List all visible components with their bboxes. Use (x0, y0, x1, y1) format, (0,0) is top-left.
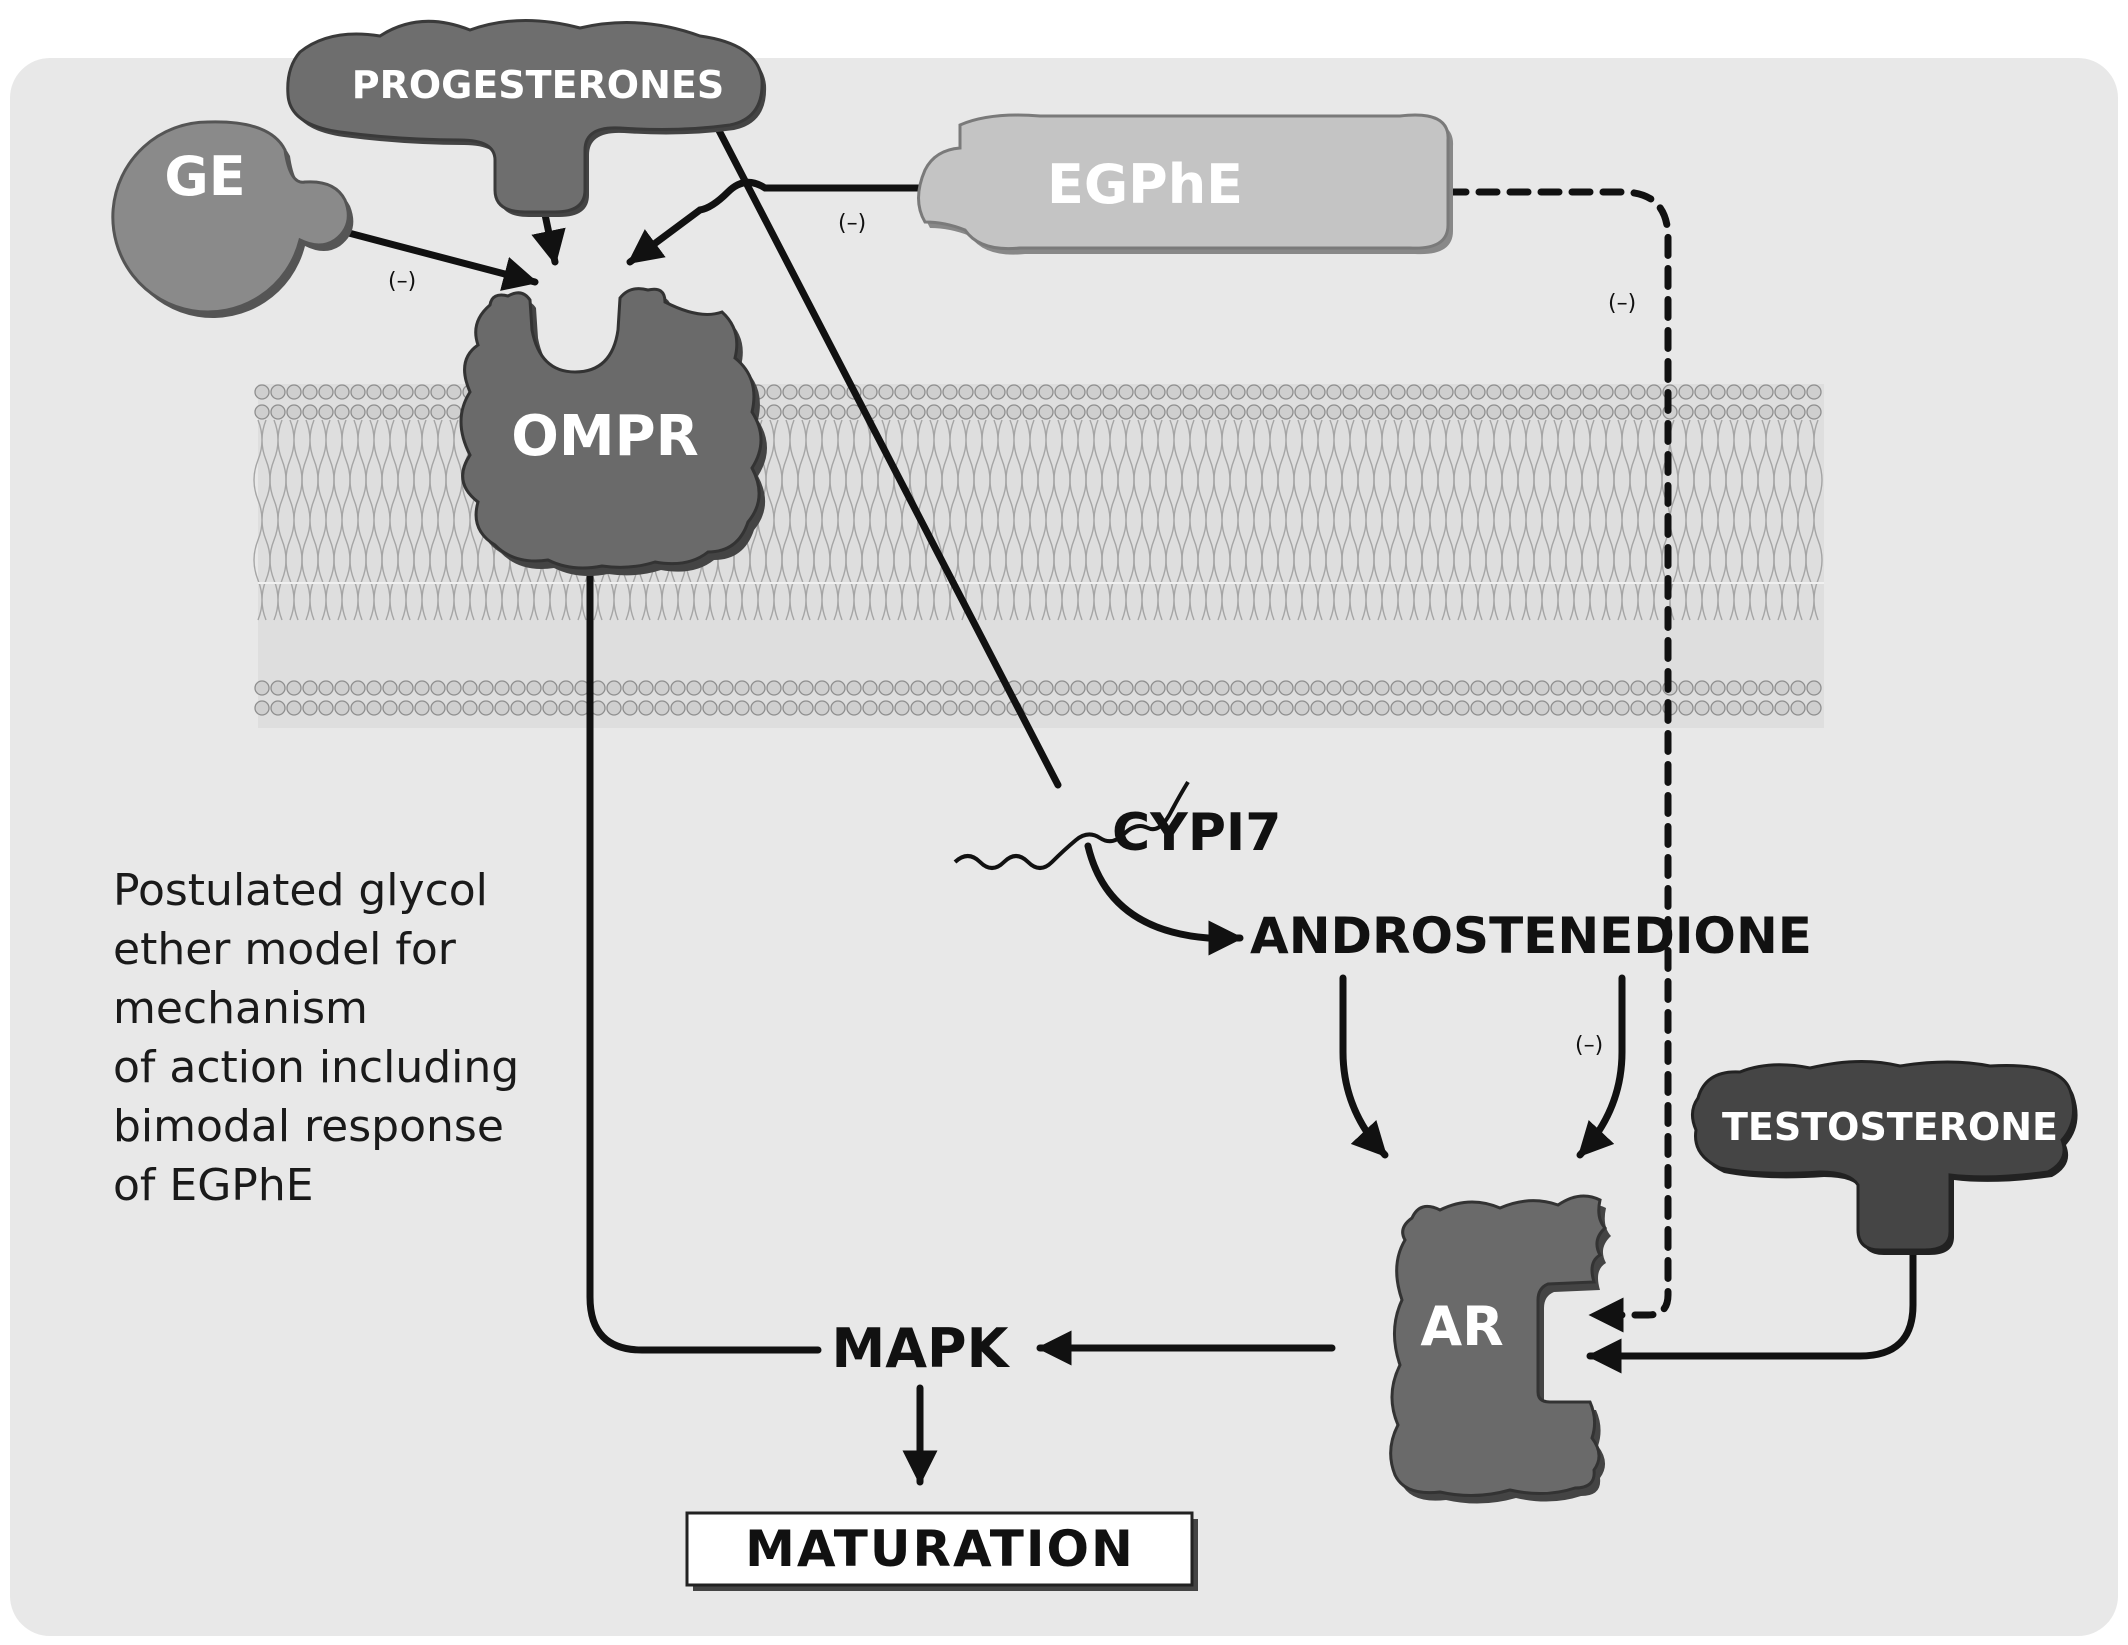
progesterones-label: PROGESTERONES (352, 63, 725, 107)
cyp17-label: CYPI7 (1112, 803, 1281, 863)
caption-line: ether model for (113, 924, 457, 975)
egphe-label: EGPhE (1047, 153, 1243, 216)
inhibition-mark-egphe: (–) (838, 211, 866, 236)
background-panel (10, 58, 2118, 1636)
caption-line: bimodal response (113, 1101, 504, 1152)
progesterones-node: PROGESTERONES (286, 18, 767, 218)
ge-node: GE (111, 120, 354, 318)
cyp17-gene-wave (953, 780, 1190, 870)
testosterone-label: TESTOSTERONE (1722, 1105, 2058, 1149)
inhibition-mark-ge: (–) (388, 269, 416, 294)
ompr-receptor: OMPR (459, 287, 767, 576)
caption-line: mechanism (113, 983, 368, 1034)
ompr-to-mapk-line (586, 564, 822, 1354)
maturation-label: MATURATION (745, 1520, 1135, 1578)
egphe-to-ar-dashed-arrow (1444, 188, 1672, 1333)
caption-line: of EGPhE (113, 1160, 314, 1211)
maturation-box: MATURATION (685, 1511, 1198, 1591)
androstenedione-label: ANDROSTENEDIONE (1250, 907, 1812, 965)
caption-line: of action including (113, 1042, 519, 1093)
ar-label: AR (1420, 1295, 1503, 1358)
progesterones-to-cyp17-line (708, 113, 1062, 789)
caption-line: Postulated glycol (113, 865, 488, 916)
inhibition-mark-androstenedione: (–) (1575, 1033, 1603, 1058)
cyp17-to-androstenedione-arrow (1084, 842, 1244, 956)
egphe-node: EGPhE (917, 113, 1454, 255)
mapk-label: MAPK (832, 1317, 1011, 1380)
egphe-to-ompr-arrow (626, 178, 924, 266)
androstenedione-to-ar-inhibit-arrow (1576, 974, 1626, 1159)
caption: Postulated glycol ether model for mechan… (113, 865, 533, 1211)
ompr-label: OMPR (511, 404, 699, 469)
androstenedione-to-ar-arrow (1339, 974, 1389, 1159)
ge-label: GE (164, 145, 245, 208)
ar-receptor: AR (1389, 1194, 1611, 1504)
inhibition-mark-dashed: (–) (1608, 291, 1636, 316)
ge-to-ompr-arrow (341, 228, 539, 291)
testosterone-node: TESTOSTERONE (1691, 1060, 2078, 1255)
connector-lines (341, 113, 1917, 1486)
testosterone-to-ar-arrow (1586, 1241, 1917, 1374)
